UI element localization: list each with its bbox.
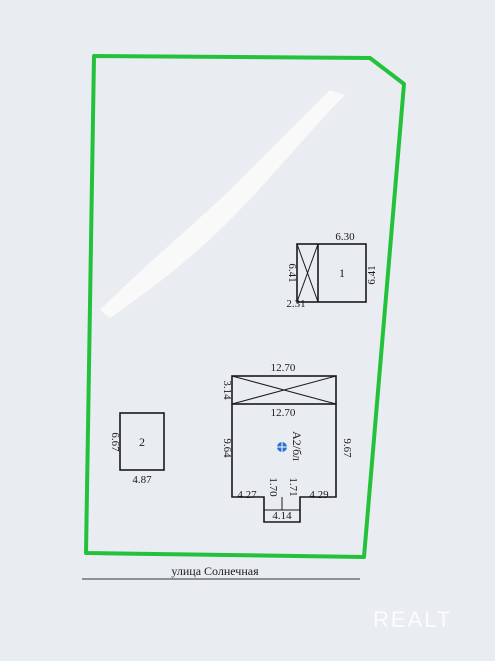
building-1-width-top: 6.30: [335, 231, 355, 243]
building-2: 2 6.67 4.87: [109, 412, 165, 486]
house-step-width: 4.14: [272, 510, 292, 522]
house-step-left: 1.70: [267, 477, 279, 497]
building-1: 1 6.30 2.31 6.41 6.41: [286, 231, 378, 310]
watermark: REALT: [373, 607, 452, 632]
building-2-height-left: 6.67: [109, 432, 121, 452]
building-1-number: 1: [339, 266, 345, 280]
house-step-right: 1.71: [287, 477, 299, 496]
house-porch-top: 12.70: [271, 362, 296, 374]
plot-boundary: [84, 54, 406, 559]
building-1-cross-b: [296, 243, 319, 303]
house-height-right: 9.67: [341, 438, 353, 458]
house-bottom-right: 4.29: [309, 489, 329, 501]
street-label: улица Солнечная: [171, 564, 259, 578]
building-2-number: 2: [139, 435, 145, 449]
building-1-height-right: 6.41: [366, 265, 378, 284]
building-2-outline: [119, 412, 165, 471]
house: А2/бл 12.70 3.14 12.70 9.64 9.67 4.27 4.…: [221, 362, 353, 523]
building-1-height-left: 6.41: [286, 263, 298, 282]
building-1-width-bottom: 2.31: [286, 298, 305, 310]
building-1-outline: [296, 243, 367, 303]
house-label: А2/бл: [290, 431, 304, 461]
house-porch-cross-b: [231, 375, 337, 405]
house-width-top: 12.70: [271, 407, 296, 419]
glare: [100, 90, 345, 318]
building-2-width-bottom: 4.87: [132, 474, 152, 486]
house-main-outline: [231, 404, 337, 523]
house-height-left: 9.64: [221, 438, 233, 458]
house-porch-outline: [231, 375, 337, 405]
house-porch-depth: 3.14: [221, 380, 233, 400]
house-bottom-left: 4.27: [237, 489, 257, 501]
